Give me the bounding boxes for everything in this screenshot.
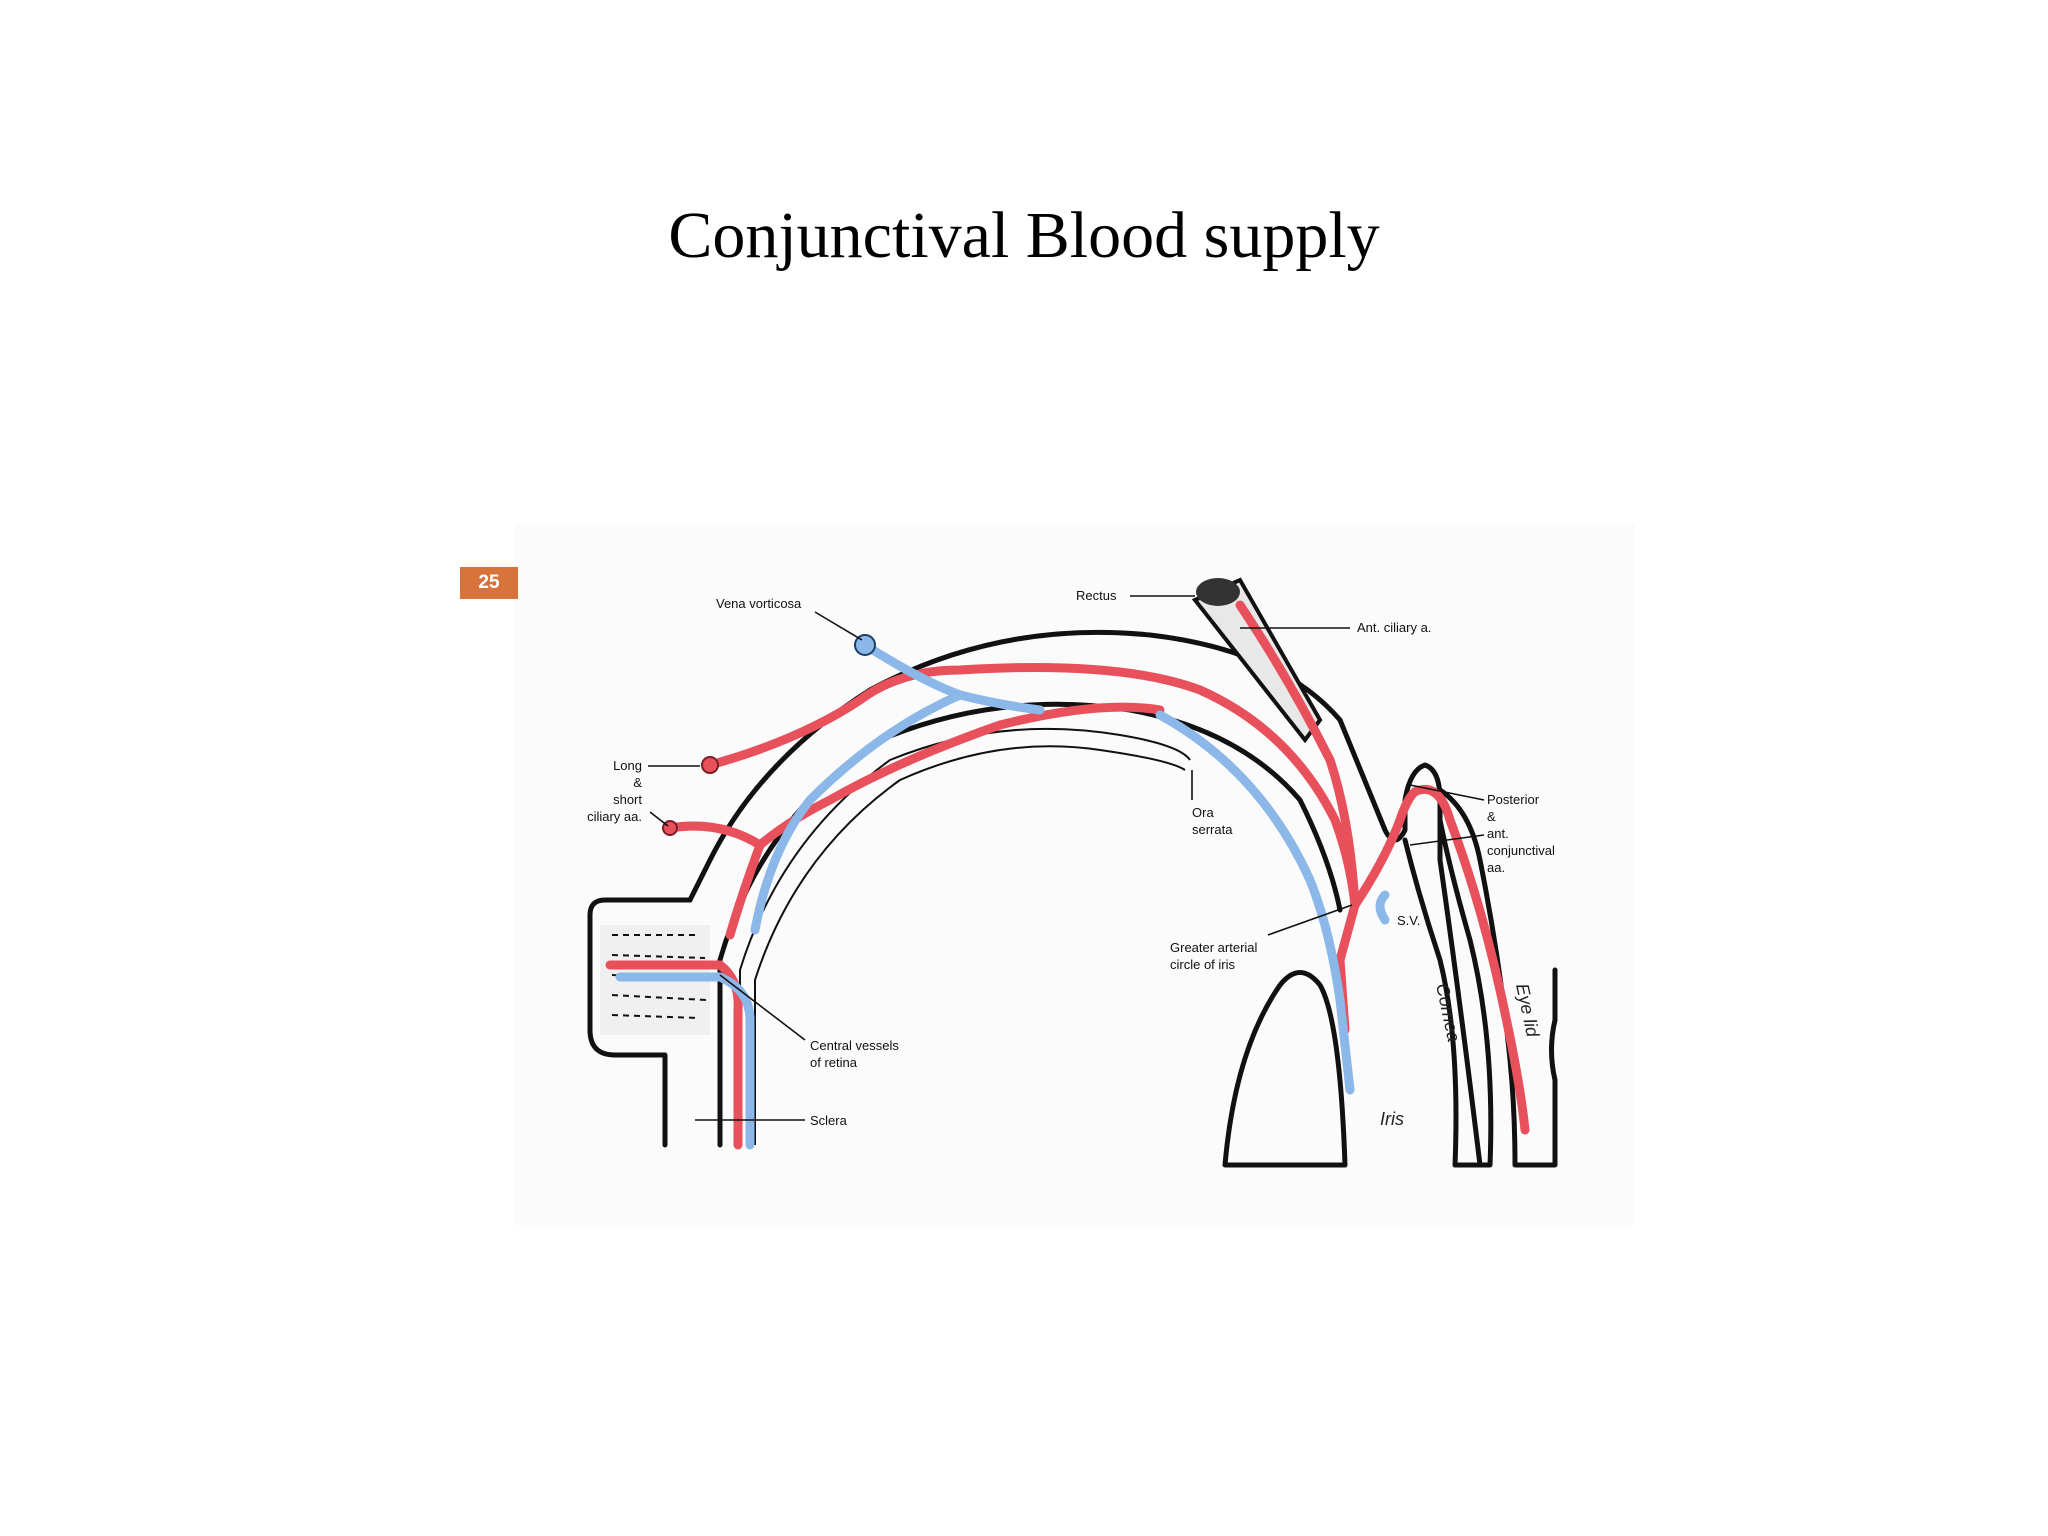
svg-text:&: &: [1487, 809, 1496, 824]
retina-layer: [739, 727, 1191, 1145]
label-ora-serrata: Ora serrata: [1192, 805, 1233, 837]
label-eye-lid: Eye lid: [1512, 982, 1543, 1040]
svg-text:ciliary aa.: ciliary aa.: [587, 809, 642, 824]
sclera-inner: [717, 701, 1343, 1148]
label-greater-arterial-circle: Greater arterial circle of iris: [1170, 940, 1258, 972]
label-long-short-ciliary: Long & short ciliary aa.: [587, 758, 642, 824]
optic-nerve: [587, 897, 710, 1148]
label-sclera: Sclera: [810, 1113, 848, 1128]
cornea: [1402, 817, 1494, 1168]
svg-text:circle of iris: circle of iris: [1170, 957, 1236, 972]
label-ant-ciliary: Ant. ciliary a.: [1357, 620, 1431, 635]
svg-text:serrata: serrata: [1192, 822, 1233, 837]
label-vena-vorticosa: Vena vorticosa: [716, 596, 802, 611]
svg-text:aa.: aa.: [1487, 860, 1505, 875]
svg-text:Posterior: Posterior: [1487, 792, 1540, 807]
label-sv: S.V.: [1397, 913, 1420, 928]
svg-text:short: short: [613, 792, 642, 807]
rectus-muscle: [1191, 577, 1323, 744]
slide-title: Conjunctival Blood supply: [668, 199, 1380, 272]
lens: [1222, 970, 1348, 1168]
label-central-vessels: Central vessels of retina: [810, 1038, 899, 1070]
label-post-ant-conjunctival: Posterior & ant. conjunctival aa.: [1487, 792, 1555, 875]
svg-text:Long: Long: [613, 758, 642, 773]
long-ciliary-stub: [701, 756, 719, 774]
svg-text:Greater arterial: Greater arterial: [1170, 940, 1258, 955]
label-iris: Iris: [1380, 1109, 1404, 1129]
page-number-badge: 25: [460, 567, 518, 599]
svg-text:Ora: Ora: [1192, 805, 1214, 820]
vena-vorticosa-stub: [854, 634, 876, 656]
svg-text:&: &: [633, 775, 642, 790]
svg-text:of retina: of retina: [810, 1055, 858, 1070]
label-rectus: Rectus: [1076, 588, 1117, 603]
veins: [615, 640, 1390, 1150]
svg-text:conjunctival: conjunctival: [1487, 843, 1555, 858]
svg-text:Central vessels: Central vessels: [810, 1038, 899, 1053]
svg-text:ant.: ant.: [1487, 826, 1509, 841]
leader-lines: [648, 595, 1485, 1121]
